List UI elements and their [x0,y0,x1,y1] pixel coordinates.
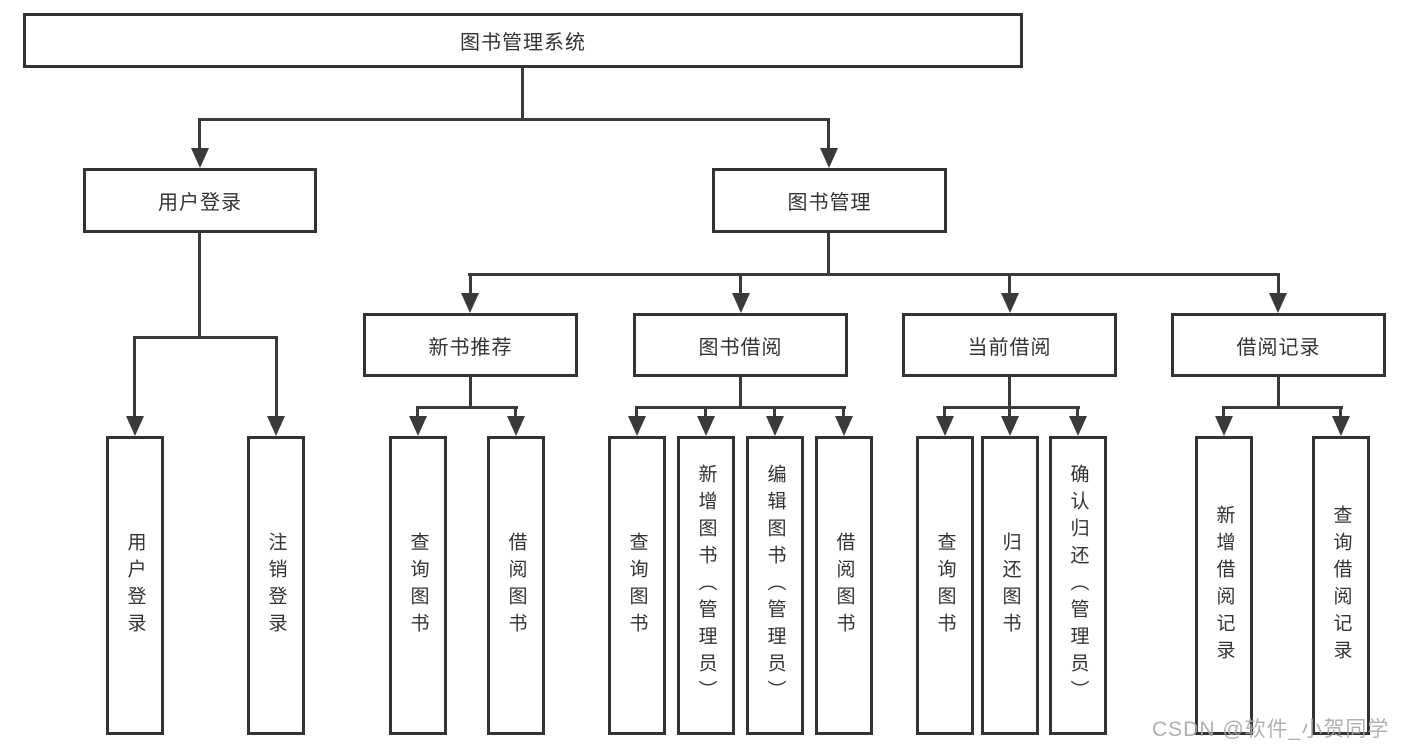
arrowhead-down-icon [1215,416,1233,436]
node-book-borrowing: 图书借阅 [633,313,848,377]
node-borrowing-records: 借阅记录 [1171,313,1386,377]
arrowhead-down-icon [1069,416,1087,436]
leaf-query-books-recommend: 查询图书 [389,436,447,735]
connector-line [416,406,518,409]
leaf-query-borrowing-record: 查询借阅记录 [1312,436,1370,735]
arrowhead-down-icon [507,416,525,436]
connector-line [469,273,472,295]
connector-line [468,273,1280,276]
connector-line [842,406,845,418]
node-current-borrowing: 当前借阅 [902,313,1117,377]
connector-line [521,68,524,118]
connector-line [1222,406,1343,409]
connector-line [1222,406,1225,418]
node-user-login: 用户登录 [83,168,317,233]
connector-line [739,377,742,406]
connector-line [827,118,830,150]
arrowhead-down-icon [835,416,853,436]
leaf-query-books-borrowing: 查询图书 [608,436,666,735]
node-library-management-system: 图书管理系统 [23,13,1023,68]
arrowhead-down-icon [409,416,427,436]
connector-line [1076,406,1079,418]
leaf-return-books: 归还图书 [981,436,1039,735]
connector-line [133,336,136,418]
connector-line [275,336,278,418]
leaf-edit-books-admin: 编辑图书（管理员） [746,436,804,735]
connector-line [1277,273,1280,295]
arrowhead-down-icon [461,293,479,313]
node-label: 确认归还（管理员） [1067,464,1089,707]
arrowhead-down-icon [936,416,954,436]
node-label: 借阅记录 [1236,336,1321,359]
leaf-query-books-current: 查询图书 [916,436,974,735]
node-label: 借阅图书 [833,531,855,640]
connector-line [416,406,419,418]
connector-line [827,233,830,273]
connector-line [198,233,201,336]
node-label: 查询图书 [407,531,429,640]
arrowhead-down-icon [126,416,144,436]
node-label: 用户登录 [124,531,146,640]
arrowhead-down-icon [820,148,838,168]
arrowhead-down-icon [191,148,209,168]
arrowhead-down-icon [1332,416,1350,436]
node-new-book-recommendation: 新书推荐 [363,313,578,377]
connector-line [943,406,1080,409]
node-label: 借阅图书 [505,531,527,640]
leaf-add-borrowing-record: 新增借阅记录 [1195,436,1253,735]
node-label: 新书推荐 [428,336,513,359]
leaf-confirm-return-admin: 确认归还（管理员） [1049,436,1107,735]
connector-line [133,336,278,339]
node-book-management: 图书管理 [712,168,947,233]
node-label: 编辑图书（管理员） [764,464,786,707]
connector-line [1008,406,1011,418]
leaf-borrow-books-recommend: 借阅图书 [487,436,545,735]
connector-line [1008,273,1011,295]
connector-line [198,118,830,121]
connector-line [635,406,638,418]
arrowhead-down-icon [1001,416,1019,436]
connector-line [198,118,201,150]
connector-line [469,377,472,406]
leaf-borrow-books: 借阅图书 [815,436,873,735]
node-label: 归还图书 [999,531,1021,640]
connector-line [943,406,946,418]
arrowhead-down-icon [267,416,285,436]
arrowhead-down-icon [1001,293,1019,313]
arrowhead-down-icon [628,416,646,436]
connector-line [773,406,776,418]
node-label: 查询图书 [626,531,648,640]
arrowhead-down-icon [732,293,750,313]
node-label: 当前借阅 [967,336,1052,359]
connector-line [1339,406,1342,418]
node-label: 图书借阅 [698,336,783,359]
connector-line [514,406,517,418]
leaf-add-books-admin: 新增图书（管理员） [677,436,735,735]
arrowhead-down-icon [697,416,715,436]
csdn-watermark: CSDN @软件_小贺同学 [1152,718,1390,741]
leaf-user-login: 用户登录 [106,436,164,735]
node-label: 新增借阅记录 [1213,504,1235,667]
connector-line [635,406,846,409]
node-label: 新增图书（管理员） [695,464,717,707]
node-label: 查询借阅记录 [1330,504,1352,667]
node-label: 注销登录 [265,531,287,640]
connector-line [739,273,742,295]
connector-line [1277,377,1280,406]
leaf-logout: 注销登录 [247,436,305,735]
node-label: 图书管理系统 [460,32,586,54]
arrowhead-down-icon [766,416,784,436]
node-label: 查询图书 [934,531,956,640]
connector-line [704,406,707,418]
node-label: 用户登录 [158,192,242,214]
connector-line [1008,377,1011,406]
node-label: 图书管理 [787,192,872,214]
arrowhead-down-icon [1269,293,1287,313]
